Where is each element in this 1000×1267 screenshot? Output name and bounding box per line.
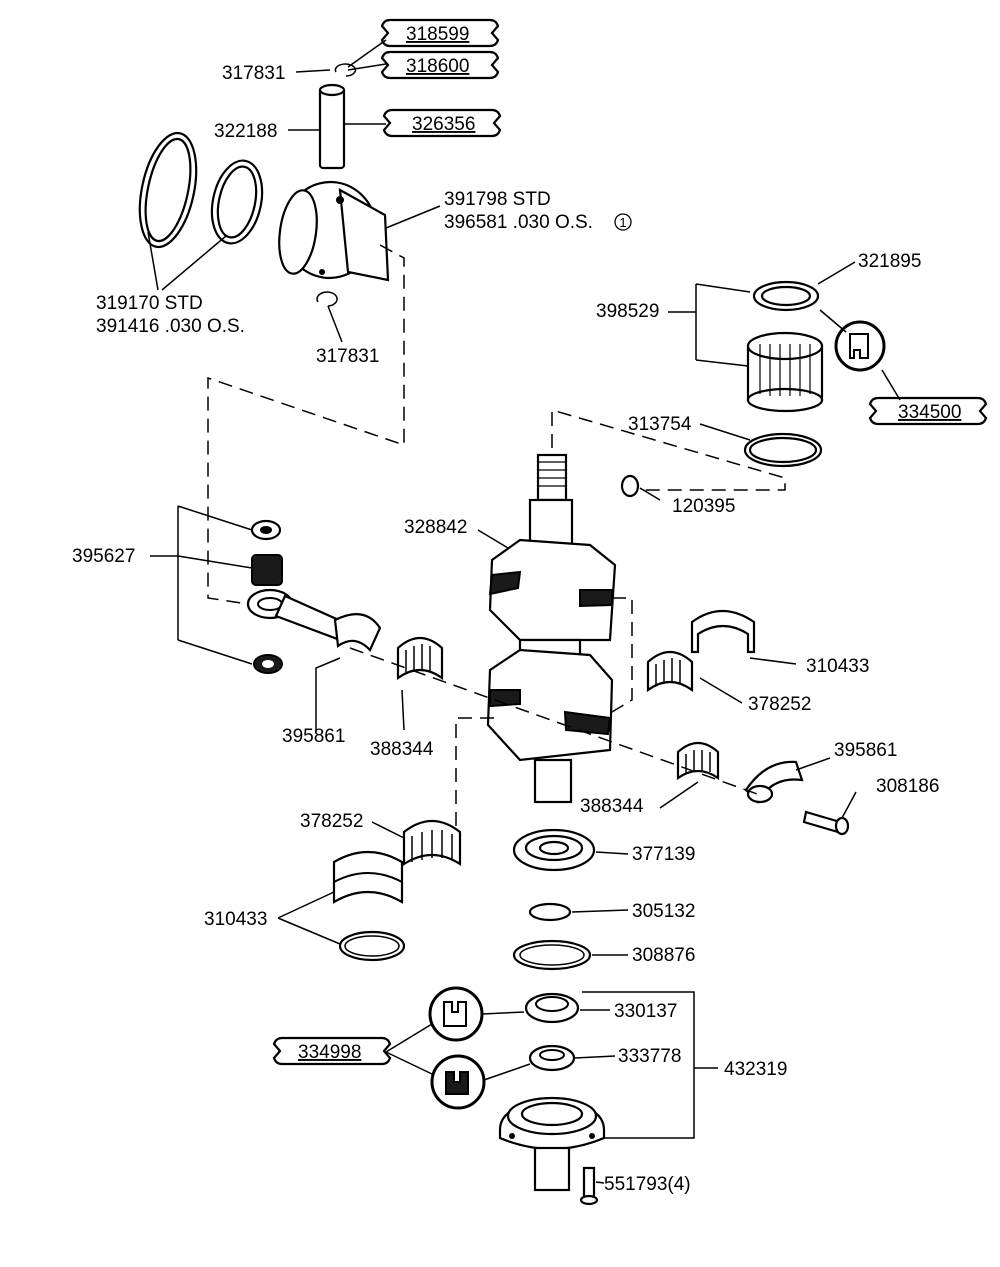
tool-label-334998: 334998 bbox=[298, 1042, 361, 1063]
thrust-washer-part bbox=[253, 654, 283, 674]
assembly-line bbox=[349, 647, 761, 796]
bearing-installer-icon bbox=[428, 986, 484, 1042]
oil-seal-part bbox=[528, 1044, 576, 1072]
part-label-395861: 395861 bbox=[834, 740, 897, 761]
piston-ring-part bbox=[210, 159, 264, 245]
tool-label-334500: 334500 bbox=[898, 402, 961, 423]
wrench-icon bbox=[868, 396, 988, 426]
part-label-388344: 388344 bbox=[370, 739, 434, 760]
tool-label-318600: 318600 bbox=[406, 56, 469, 77]
part-label-319170: 319170 STD bbox=[96, 293, 203, 314]
note-marker bbox=[614, 213, 632, 231]
piston-pin-retainer-part bbox=[316, 291, 338, 307]
wrench-icon bbox=[272, 1036, 392, 1066]
needle-bearing-part bbox=[746, 331, 824, 413]
rod-cap-part bbox=[744, 760, 804, 804]
assembly-line bbox=[455, 717, 494, 830]
connecting-rod-part bbox=[246, 588, 382, 652]
ball-bearing-part bbox=[512, 828, 596, 872]
part-label-391416: 391416 .030 O.S. bbox=[96, 316, 245, 337]
part-label-310433: 310433 bbox=[204, 909, 267, 930]
part-label-398529: 398529 bbox=[596, 301, 659, 322]
bearing-cage-part bbox=[402, 820, 462, 867]
part-label-313754: 313754 bbox=[628, 414, 692, 435]
part-label-308876: 308876 bbox=[632, 945, 695, 966]
screw-part bbox=[579, 1166, 599, 1206]
part-label-330137: 330137 bbox=[614, 1001, 677, 1022]
bearing-cage-part bbox=[646, 650, 694, 693]
wrench-icon bbox=[380, 50, 500, 80]
part-label-432319: 432319 bbox=[724, 1059, 787, 1080]
bolt-part bbox=[802, 810, 850, 836]
part-label-378252: 378252 bbox=[748, 694, 811, 715]
part-label-321895: 321895 bbox=[858, 251, 921, 272]
piston-ring-part bbox=[138, 131, 198, 249]
part-label-317831: 317831 bbox=[316, 346, 379, 367]
note-marker-number: 1 bbox=[619, 215, 626, 230]
tool-label-326356: 326356 bbox=[412, 114, 475, 135]
crankshaft-part bbox=[486, 453, 617, 804]
needle-bearing-part bbox=[251, 554, 283, 586]
seal-installer-icon bbox=[834, 320, 886, 372]
part-label-308186: 308186 bbox=[876, 776, 939, 797]
part-label-395627: 395627 bbox=[72, 546, 135, 567]
leader-lines bbox=[147, 39, 901, 1184]
assembly-line bbox=[611, 597, 633, 713]
retaining-ring-part bbox=[338, 930, 406, 962]
bearing-race-part bbox=[752, 280, 820, 312]
thrust-washer-part bbox=[250, 519, 282, 541]
retaining-ring-part bbox=[332, 851, 404, 904]
retaining-ring-part bbox=[690, 610, 756, 654]
part-label-551793: 551793(4) bbox=[604, 1174, 691, 1195]
part-label-305132: 305132 bbox=[632, 901, 695, 922]
bearing-cage-part bbox=[676, 741, 720, 781]
piston-pin-part bbox=[318, 83, 346, 170]
part-label-322188: 322188 bbox=[214, 121, 277, 142]
part-label-328842: 328842 bbox=[404, 517, 467, 538]
part-label-317831: 317831 bbox=[222, 63, 285, 84]
part-label-391798: 391798 STD bbox=[444, 189, 551, 210]
piston-part bbox=[278, 180, 390, 282]
oil-seal-part bbox=[524, 992, 580, 1024]
tool-label-318599: 318599 bbox=[406, 24, 469, 45]
part-label-120395: 120395 bbox=[672, 496, 735, 517]
part-label-310433: 310433 bbox=[806, 656, 869, 677]
bearing-housing-part bbox=[498, 1096, 606, 1192]
key-part bbox=[620, 474, 640, 498]
part-label-377139: 377139 bbox=[632, 844, 695, 865]
part-label-396581: 396581 .030 O.S. bbox=[444, 212, 593, 233]
bearing-cage-part bbox=[396, 636, 444, 681]
wrench-icon bbox=[382, 108, 502, 138]
part-label-395861: 395861 bbox=[282, 726, 345, 747]
o-ring-part bbox=[512, 939, 592, 971]
snap-ring-part bbox=[528, 902, 572, 922]
assembly-line bbox=[551, 408, 786, 491]
part-label-333778: 333778 bbox=[618, 1046, 681, 1067]
part-label-388344: 388344 bbox=[580, 796, 644, 817]
assembly-line bbox=[207, 244, 405, 605]
bearing-installer-icon bbox=[430, 1054, 486, 1110]
o-ring-part bbox=[743, 432, 823, 468]
wrench-icon bbox=[380, 18, 500, 48]
part-label-378252: 378252 bbox=[300, 811, 363, 832]
